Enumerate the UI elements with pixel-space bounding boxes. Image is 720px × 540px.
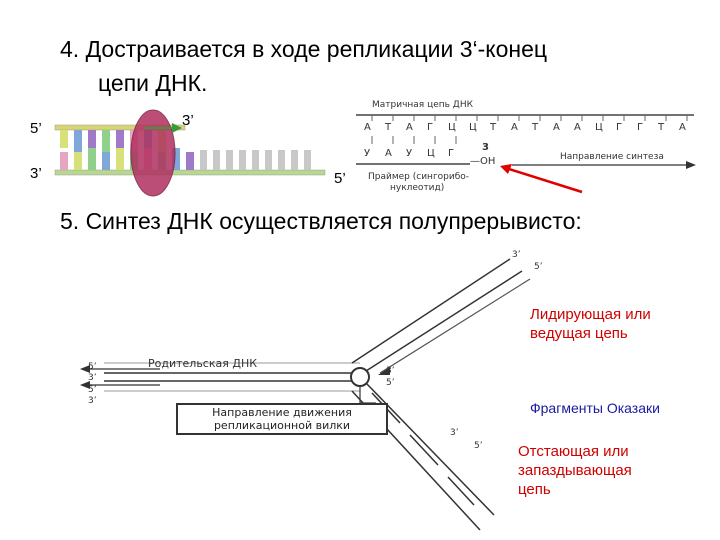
green-arrow-head (172, 123, 182, 133)
primer-backbone (356, 163, 470, 165)
label-3-fork: 3’ (386, 366, 395, 376)
label-5-left2: 5’ (88, 385, 97, 395)
label-3-left1: 3’ (88, 373, 97, 383)
okazaki-fragments-label: Фрагменты Оказаки (530, 400, 660, 416)
synthesis-direction-arrow (512, 161, 696, 169)
base-top-16: А (679, 122, 686, 133)
base-top-5: Ц (448, 122, 456, 133)
base-bottom-5: Г (448, 148, 455, 159)
bottom-nucleotides (60, 148, 311, 170)
template-strand (356, 114, 694, 144)
base-bottom-3: У (406, 148, 413, 159)
base-top-2: Т (385, 122, 392, 133)
fork-direction-line2: репликационной вилки (213, 419, 351, 432)
base-top-1: А (364, 122, 371, 133)
base-top-7: Т (490, 122, 497, 133)
base-top-6: Ц (469, 122, 477, 133)
base-top-8: А (511, 122, 518, 133)
base-top-9: Т (532, 122, 539, 133)
base-top-4: Г (427, 122, 434, 133)
base-bottom-1: У (364, 148, 371, 159)
primer-3-end: 3 (482, 142, 489, 153)
primer-label-line1: Праймер (сингорибо- (368, 172, 470, 182)
label-5-left1: 5’ (88, 362, 97, 372)
heading-4-line1: 4. Достраивается в ходе репликации 3‘-ко… (60, 36, 548, 62)
parent-dna-label: Родительская ДНК (148, 357, 258, 370)
label-5-fork: 5’ (386, 378, 395, 388)
red-pointer-arrow (500, 164, 583, 194)
bottom-backbone (54, 169, 326, 176)
label-3-left2: 3’ (88, 396, 97, 406)
polymerase-enzyme (130, 109, 176, 197)
label-5-top: 5’ (534, 262, 543, 272)
base-top-15: Т (658, 122, 665, 133)
primer-oh: —ОН (470, 156, 496, 167)
fork-direction-line1: Направление движения (212, 406, 352, 419)
heading-5: 5. Синтез ДНК осуществляется полупрерыви… (60, 208, 582, 234)
label-3-prime-bottom: 3’ (30, 165, 42, 182)
primer-label-line2: нуклеотид) (390, 183, 445, 193)
template-strand-label: Матричная цепь ДНК (372, 100, 473, 110)
heading-4-line2: цепи ДНК. (98, 70, 208, 96)
base-top-3: А (406, 122, 413, 133)
template-bases: А Т А Г Ц Ц Т А Т А А Ц Г Г Т А (364, 122, 704, 136)
label-5-low: 5’ (474, 441, 483, 451)
base-top-12: Ц (595, 122, 603, 133)
base-top-11: А (574, 122, 581, 133)
base-top-10: А (553, 122, 560, 133)
base-bottom-4: Ц (427, 148, 435, 159)
primer-bases: У А У Ц Г (364, 148, 484, 162)
label-3-low: 3’ (450, 428, 459, 438)
base-bottom-2: А (385, 148, 392, 159)
label-5-prime-top: 5’ (30, 120, 42, 137)
lagging-strand-label: Отстающая или запаздывающая цепь (518, 443, 632, 498)
label-3-top: 3’ (512, 250, 521, 260)
leading-strand-label: Лидирующая или ведущая цепь (530, 306, 651, 342)
label-3-prime-arrow: 3’ (182, 112, 194, 129)
base-top-13: Г (616, 122, 623, 133)
fork-direction-box: Направление движения репликационной вилк… (176, 403, 388, 435)
synthesis-direction-label: Направление синтеза (560, 152, 664, 162)
replication-fork-diagram (80, 258, 531, 531)
colored-dna-diagram (54, 109, 326, 197)
base-top-14: Г (637, 122, 644, 133)
label-5-prime-right: 5’ (334, 170, 346, 187)
